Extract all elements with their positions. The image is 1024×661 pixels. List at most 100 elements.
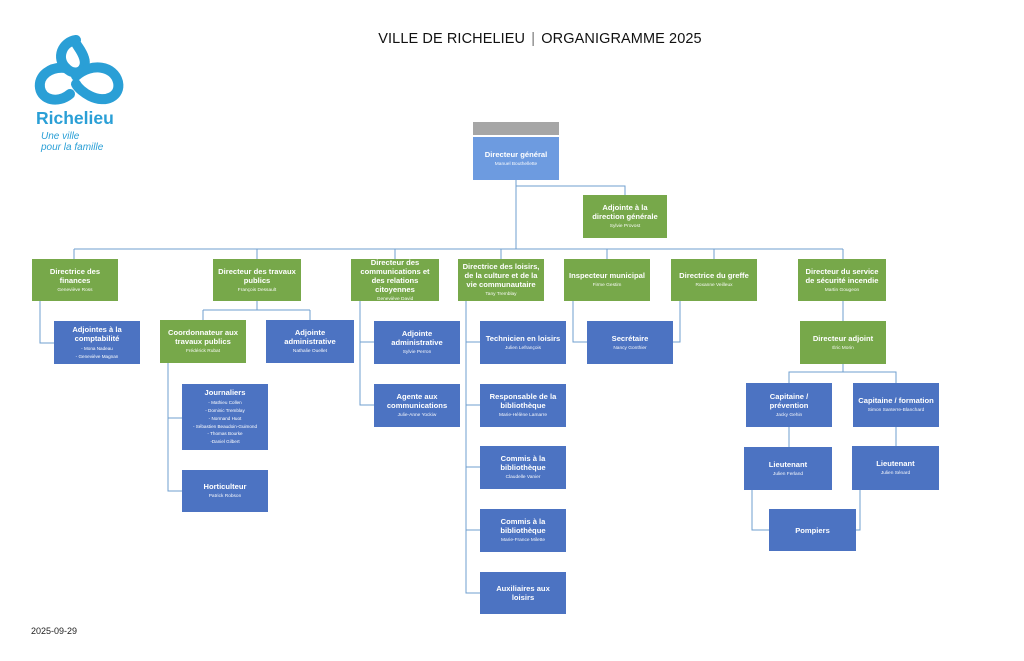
node-title: Directeur adjoint <box>812 333 874 343</box>
node-title: Directeur des communications et des rela… <box>360 257 430 294</box>
node-name: Roxanne Veilleux <box>695 283 733 288</box>
node-adjointes-comptabilite: Adjointes à la comptabilité - Mona Nadea… <box>54 321 140 364</box>
footer-date: 2025-09-29 <box>31 626 78 636</box>
node-directrice-greffe: Directrice du greffe Roxanne Veilleux <box>671 259 757 301</box>
node-title: Journaliers <box>204 387 246 397</box>
node-title: Directrice des loisirs, de la culture et… <box>462 262 540 289</box>
node-name: Julie-Anne Yockiw <box>397 413 437 418</box>
node-title: Horticulteur <box>203 482 247 491</box>
node-title: Adjointes à la comptabilité <box>72 324 122 343</box>
node-directeur-adjoint: Directeur adjoint Éric Morin <box>800 321 886 364</box>
node-name: Manuel Bouthellette <box>494 161 538 167</box>
node-name: Geneviève Ross <box>57 287 93 293</box>
node-title: Lieutenant <box>876 459 915 468</box>
node-name: Marie-France Milette <box>501 538 545 543</box>
node-title: Directeur général <box>484 149 548 159</box>
node-title: Agente aux communications <box>386 392 448 410</box>
connector-dg-adjointe <box>516 185 626 195</box>
node-horticulteur: Horticulteur Patrick Robson <box>182 470 268 512</box>
node-name: Martin Gougeon <box>824 287 860 293</box>
node-name: Jacky Gehin <box>775 412 803 418</box>
node-responsable-bibliotheque: Responsable de la bibliothèque Marie-Hél… <box>480 384 566 427</box>
logo-tagline-line-1: Une ville <box>41 131 80 142</box>
node-title: Secrétaire <box>611 333 649 343</box>
node-capitaine-formation: Capitaine / formation Simon Santerre-Bla… <box>853 383 939 427</box>
node-inspecteur-municipal: Inspecteur municipal Firme Gestim <box>564 259 650 301</box>
node-name: Marie-Hélène Lamarre <box>499 413 547 418</box>
node-agente-communications: Agente aux communications Julie-Anne Yoc… <box>374 384 460 427</box>
node-title: Adjointe à la direction générale <box>592 203 658 221</box>
connector-finances-comptabilite <box>39 301 54 344</box>
page-title: VILLE DE RICHELIEU | ORGANIGRAMME 2025 <box>300 31 780 47</box>
logo-tagline-line-2: pour la famille <box>41 142 104 153</box>
connector-lieutenant2-pompiers <box>856 490 861 531</box>
node-names-list: - Mathieu Collen - Dominic Tremblay - No… <box>193 399 257 446</box>
node-title: Directeur du service de sécurité incendi… <box>805 266 879 285</box>
node-name: - Mathieu Collen <box>208 399 242 405</box>
node-name: Patrick Robson <box>208 494 242 499</box>
node-commis-bibliotheque-1: Commis à la bibliothèque Claudelle Vanie… <box>480 446 566 489</box>
connector-communications-team <box>359 301 374 406</box>
node-title: Pompiers <box>795 525 830 535</box>
directeur-general-header-bar <box>473 122 559 135</box>
node-name: - Geneviève Magnan <box>75 353 119 359</box>
node-name: Tany Tremblay <box>485 292 517 297</box>
logo-tagline: Une ville pour la famille <box>41 131 103 153</box>
node-name: - Normand Huot <box>208 415 242 421</box>
node-capitaine-prevention: Capitaine / prévention Jacky Gehin <box>746 383 832 427</box>
page-title-document: ORGANIGRAMME 2025 <box>541 31 702 47</box>
node-directeur-travaux: Directeur des travaux publics François D… <box>213 259 301 301</box>
node-title: Inspecteur municipal <box>569 271 645 280</box>
node-name: Geneviève David <box>376 296 414 302</box>
node-name: Claudelle Vanier <box>505 475 541 480</box>
node-names-list: - Mona Nadeau - Geneviève Magnan <box>76 345 119 361</box>
page-title-separator: | <box>531 31 536 47</box>
node-title: Coordonnateur aux travaux publics <box>167 328 239 346</box>
node-name: - Dominic Tremblay <box>205 407 245 413</box>
node-name: Firme Gestim <box>592 283 622 288</box>
node-title: Technicien en loisirs <box>485 333 561 343</box>
node-directrice-loisirs: Directrice des loisirs, de la culture et… <box>458 259 544 301</box>
node-title: Commis à la bibliothèque <box>500 454 546 472</box>
node-name: Julien Ferland <box>772 471 804 477</box>
node-name: Nathalie Ouellet <box>292 349 328 354</box>
node-title: Directeur des travaux publics <box>218 266 296 285</box>
node-name: Nancy Gonthier <box>613 345 647 351</box>
connector-greffe-secretaire <box>673 301 681 343</box>
connector-inspecteur-secretaire <box>572 301 587 343</box>
node-name: - Mona Nadeau <box>81 345 113 351</box>
connector-adjoint-capitaines <box>788 364 897 383</box>
node-name: Julien Sénard <box>880 471 911 476</box>
node-lieutenant-2: Lieutenant Julien Sénard <box>852 446 939 490</box>
page-title-city: VILLE DE RICHELIEU <box>378 31 526 47</box>
richelieu-logo-icon <box>34 35 124 105</box>
node-secretaire: Secrétaire Nancy Gonthier <box>587 321 673 364</box>
node-title: Responsable de la bibliothèque <box>489 392 557 410</box>
node-directeur-general: Directeur général Manuel Bouthellette <box>473 137 559 180</box>
node-name: -Daniel Gilbert <box>210 439 240 445</box>
connector-lieutenant1-pompiers <box>751 490 769 531</box>
node-lieutenant-1: Lieutenant Julien Ferland <box>744 447 832 490</box>
node-name: Éric Morin <box>832 345 854 351</box>
node-adjointe-direction: Adjointe à la direction générale Sylvie … <box>583 195 667 238</box>
node-name: Frédérick Rubat <box>185 349 221 354</box>
logo-name: Richelieu <box>36 108 114 128</box>
node-directeur-incendie: Directeur du service de sécurité incendi… <box>798 259 886 301</box>
node-title: Directrice des finances <box>49 266 101 285</box>
node-title: Capitaine / prévention <box>769 391 809 410</box>
node-auxiliaires-loisirs: Auxiliaires aux loisirs <box>480 572 566 614</box>
node-title: Directrice du greffe <box>679 271 749 280</box>
node-title: Adjointe administrative <box>284 328 336 346</box>
node-title: Adjointe administrative <box>391 329 443 347</box>
node-name: Simon Santerre-Blanchard <box>867 408 925 413</box>
node-commis-bibliotheque-2: Commis à la bibliothèque Marie-France Mi… <box>480 509 566 552</box>
node-title: Commis à la bibliothèque <box>500 517 546 535</box>
node-technicien-loisirs: Technicien en loisirs Julien Lefrançois <box>480 321 566 364</box>
node-title: Lieutenant <box>768 459 808 469</box>
node-title: Capitaine / formation <box>858 396 934 405</box>
node-adjointe-administrative-travaux: Adjointe administrative Nathalie Ouellet <box>266 320 354 363</box>
node-directrice-finances: Directrice des finances Geneviève Ross <box>32 259 118 301</box>
node-adjointe-administrative-communications: Adjointe administrative Sylvie Perron <box>374 321 460 364</box>
node-name: - Sébastien Beaudoin-Guimond <box>192 423 258 429</box>
